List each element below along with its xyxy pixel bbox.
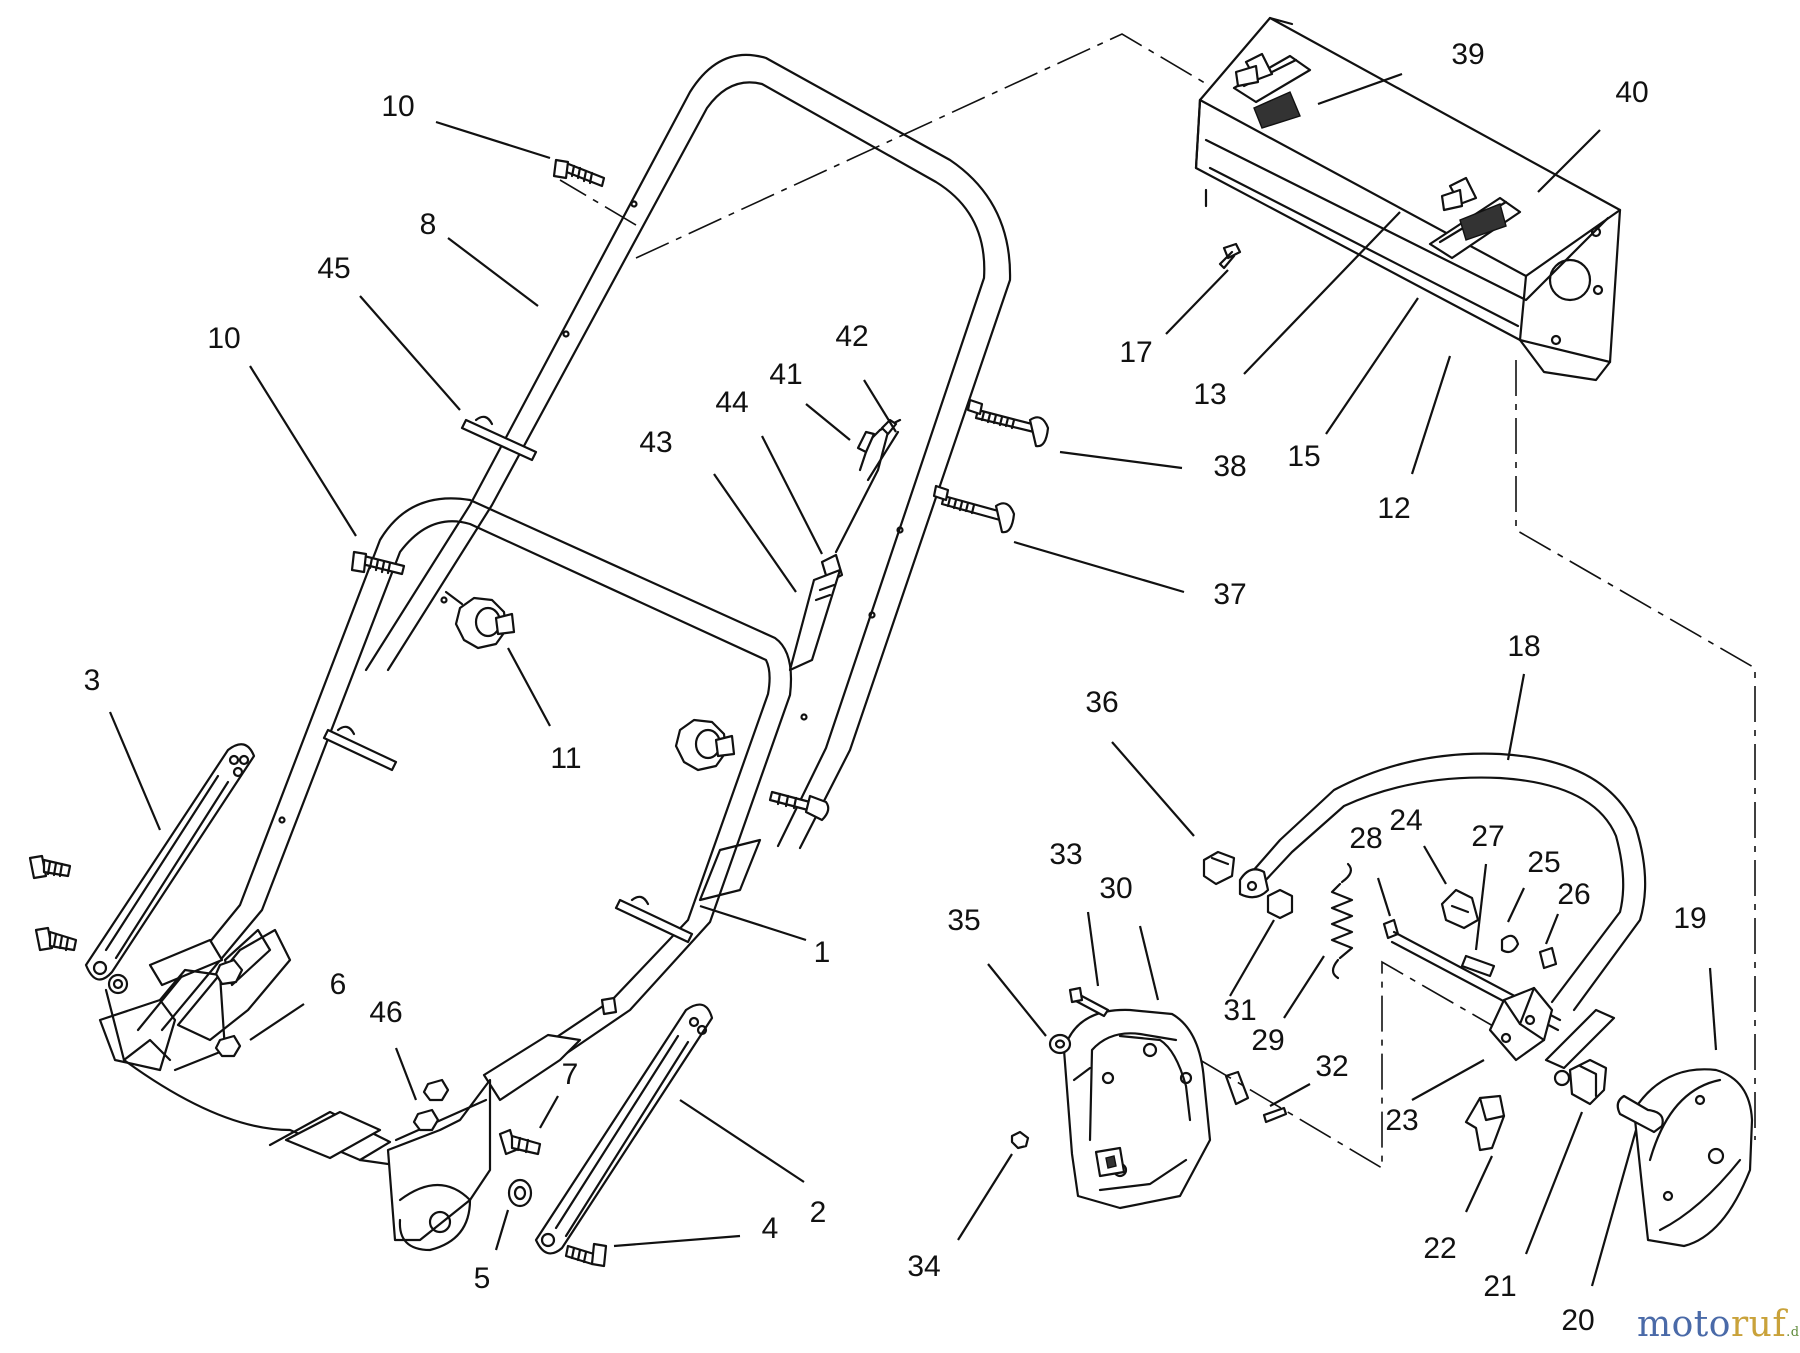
control-slot-39 xyxy=(1232,52,1312,129)
internal-parts xyxy=(1010,850,1664,1152)
cable-clips xyxy=(322,415,694,944)
callout-35: 35 xyxy=(947,904,980,937)
callout-34: 34 xyxy=(907,1250,940,1283)
callout-4: 4 xyxy=(762,1212,779,1245)
callout-43: 43 xyxy=(639,426,672,459)
callout-20: 20 xyxy=(1561,1304,1594,1337)
callout-37: 37 xyxy=(1213,578,1246,611)
callout-18: 18 xyxy=(1507,630,1540,663)
knob-11-upper xyxy=(444,590,516,650)
callout-3: 3 xyxy=(84,664,101,697)
callout-19: 19 xyxy=(1673,902,1706,935)
callout-46: 46 xyxy=(369,996,402,1029)
clip-22 xyxy=(1464,1094,1506,1152)
carriage-bolt-38 xyxy=(966,398,1050,448)
callout-15: 15 xyxy=(1287,440,1320,473)
control-cable xyxy=(788,418,902,672)
mower-deck xyxy=(104,988,432,1172)
fitting-21 xyxy=(1553,1058,1608,1106)
callout-10a: 10 xyxy=(381,90,414,123)
callout-1: 1 xyxy=(814,936,831,969)
bolt-left-lower xyxy=(34,926,78,952)
callout-42: 42 xyxy=(835,320,868,353)
callout-40: 40 xyxy=(1615,76,1648,109)
callout-38: 38 xyxy=(1213,450,1246,483)
phantom-lines xyxy=(559,33,1756,1170)
watermark-part-a: moto xyxy=(1637,1304,1731,1345)
callout-10b: 10 xyxy=(207,322,240,355)
fasteners xyxy=(28,158,830,1268)
leader-lines xyxy=(108,72,1718,1287)
bolt-4 xyxy=(564,1242,608,1268)
bolt-7 xyxy=(498,1128,542,1156)
callout-21: 21 xyxy=(1483,1270,1516,1303)
callout-8: 8 xyxy=(420,208,437,241)
callout-12: 12 xyxy=(1377,492,1410,525)
watermark-part-c: .de xyxy=(1786,1325,1800,1340)
callout-7: 7 xyxy=(562,1058,579,1091)
bracket-23 xyxy=(1488,986,1554,1062)
upper-handle xyxy=(364,53,1012,850)
watermark-part-b: ruf xyxy=(1730,1304,1787,1345)
callout-labels: 1 2 3 4 5 6 7 8 10 10 11 12 13 15 17 18 … xyxy=(84,38,1707,1337)
control-console xyxy=(1194,16,1622,382)
callout-29: 29 xyxy=(1251,1024,1284,1057)
bolt-10-lower xyxy=(350,550,406,576)
nut-46 xyxy=(412,1078,450,1132)
callout-45: 45 xyxy=(317,252,350,285)
height-adjuster-right xyxy=(534,1003,714,1255)
callout-11: 11 xyxy=(550,742,581,775)
bolt-left-upper xyxy=(28,854,72,880)
control-slot-40 xyxy=(1428,176,1522,260)
right-housing xyxy=(1632,1068,1754,1248)
callout-30: 30 xyxy=(1099,872,1132,905)
spring-29 xyxy=(1330,862,1354,980)
watermark-logo: motoruf.de xyxy=(1637,1304,1800,1345)
callout-22: 22 xyxy=(1423,1232,1456,1265)
callout-13: 13 xyxy=(1193,378,1226,411)
callout-26: 26 xyxy=(1557,878,1590,911)
screw-17 xyxy=(1218,242,1242,270)
callout-32: 32 xyxy=(1315,1050,1348,1083)
bolt-10-upper xyxy=(552,158,606,188)
nut-6 xyxy=(214,958,244,1058)
callout-31: 31 xyxy=(1223,994,1256,1027)
callout-39: 39 xyxy=(1451,38,1484,71)
left-housing xyxy=(1062,1008,1212,1210)
knob-11-lower xyxy=(674,718,736,772)
handle-pivot-brackets xyxy=(176,928,582,1102)
callout-24: 24 xyxy=(1389,804,1422,837)
callout-27: 27 xyxy=(1471,820,1504,853)
callout-44: 44 xyxy=(715,386,748,419)
callout-25: 25 xyxy=(1527,846,1560,879)
callout-23: 23 xyxy=(1385,1104,1418,1137)
rear-bracket xyxy=(386,1078,492,1252)
bail-handle xyxy=(1238,752,1647,1012)
lower-handle xyxy=(136,497,808,1087)
callout-33: 33 xyxy=(1049,838,1082,871)
callout-5: 5 xyxy=(474,1262,491,1295)
carriage-bolt-37 xyxy=(932,484,1016,534)
callout-41: 41 xyxy=(769,358,802,391)
callout-28: 28 xyxy=(1349,822,1382,855)
spacer-36 xyxy=(1202,850,1236,886)
callout-17: 17 xyxy=(1119,336,1152,369)
callout-36: 36 xyxy=(1085,686,1118,719)
bolt-handle-right xyxy=(768,790,830,822)
washer-5 xyxy=(507,1178,533,1208)
callout-6: 6 xyxy=(330,968,347,1001)
callout-2: 2 xyxy=(810,1196,827,1229)
